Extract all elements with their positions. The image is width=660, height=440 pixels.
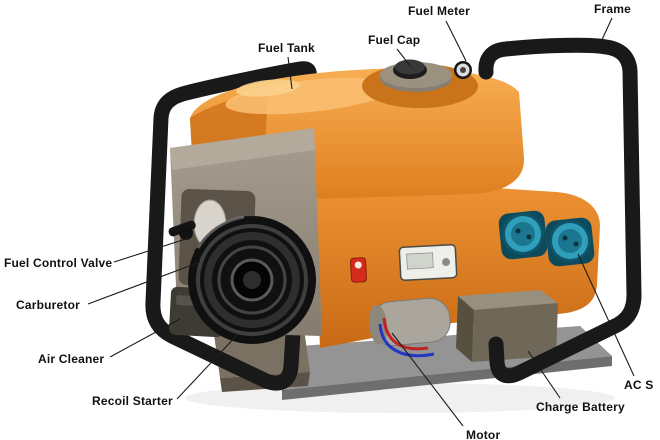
leader-line-charge-battery xyxy=(527,350,561,399)
leader-line-air-cleaner xyxy=(109,318,181,358)
fuel-valve-shape xyxy=(168,220,196,240)
wires xyxy=(378,317,435,358)
leader-line-ac-socket xyxy=(577,253,635,377)
label-frame: Frame xyxy=(594,2,632,16)
label-motor: Motor xyxy=(466,428,501,440)
fuel-meter-gauge xyxy=(454,61,472,79)
leader-line-fuel-control-valve xyxy=(113,237,190,263)
label-charge-battery: Charge Battery xyxy=(536,400,625,414)
fuel-cap-shape xyxy=(380,59,452,92)
leader-line-recoil-starter xyxy=(176,333,239,400)
leader-line-fuel-cap xyxy=(396,48,412,68)
ac-socket-right xyxy=(545,217,595,267)
label-recoil-starter: Recoil Starter xyxy=(92,394,173,408)
label-fuel-meter: Fuel Meter xyxy=(408,4,471,18)
label-air-cleaner: Air Cleaner xyxy=(38,352,105,366)
leader-line-motor xyxy=(391,332,464,427)
control-panel-display xyxy=(398,244,458,281)
label-fuel-control-valve: Fuel Control Valve xyxy=(4,256,113,270)
leader-line-carburetor xyxy=(87,261,201,305)
leader-line-fuel-tank xyxy=(287,56,293,90)
label-ac-socket: AC S xyxy=(624,378,654,392)
ac-socket-left xyxy=(498,210,548,260)
label-fuel-cap: Fuel Cap xyxy=(368,33,421,47)
power-switch xyxy=(350,257,367,283)
label-carburetor: Carburetor xyxy=(16,298,81,312)
label-fuel-tank: Fuel Tank xyxy=(258,41,315,55)
frame-right-tube xyxy=(478,37,642,384)
leader-line-fuel-meter xyxy=(445,20,467,62)
leader-line-frame xyxy=(599,17,613,45)
recoil-starter-wheel xyxy=(188,215,316,344)
